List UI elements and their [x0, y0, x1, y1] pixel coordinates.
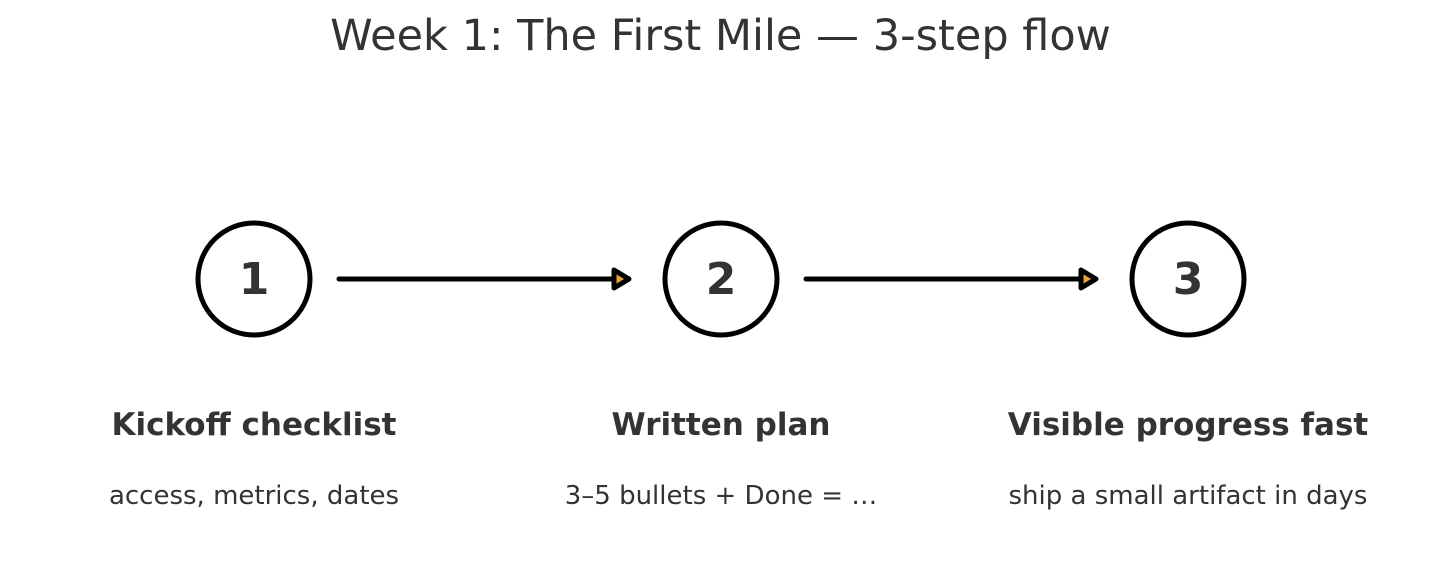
step-2-description: 3–5 bullets + Done = …	[564, 481, 878, 511]
arrowhead-icon	[611, 267, 632, 291]
step-3-label: Visible progress fast	[1007, 407, 1369, 443]
step-3-node: 3	[1129, 220, 1247, 338]
step-1-description: access, metrics, dates	[108, 481, 400, 511]
step-1-node: 1	[195, 220, 313, 338]
step-3-number: 3	[1173, 254, 1204, 305]
step-1-number: 1	[239, 254, 270, 305]
arrow-1-to-2	[336, 267, 632, 291]
arrowhead-icon	[1078, 267, 1099, 291]
diagram-title: Week 1: The First Mile — 3-step flow	[330, 11, 1111, 61]
step-2-node: 2	[662, 220, 780, 338]
step-1-circle	[195, 220, 313, 338]
arrow-2-to-3	[803, 267, 1099, 291]
step-2-number: 2	[706, 254, 737, 305]
step-3-circle	[1129, 220, 1247, 338]
step-3-description: ship a small artifact in days	[1008, 481, 1368, 511]
step-2-label: Written plan	[611, 407, 831, 443]
step-2-circle	[662, 220, 780, 338]
step-1-label: Kickoff checklist	[111, 407, 397, 443]
